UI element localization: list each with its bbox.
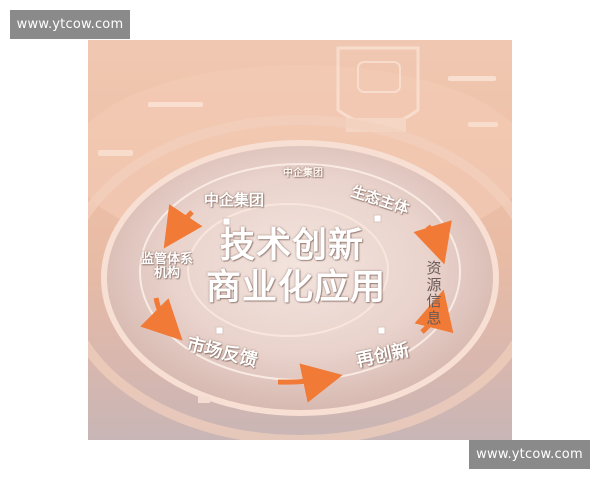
diagram-graphics xyxy=(88,46,512,440)
node-ziyuan-label: 资源信息 xyxy=(426,259,442,327)
arrow-icon xyxy=(140,297,183,341)
watermark-top: www.ytcow.com xyxy=(10,10,130,39)
node-zhongqi-label: 中企集团 xyxy=(204,191,265,209)
arrow-icon xyxy=(413,220,452,265)
outer-ring xyxy=(88,115,512,440)
inner-ring xyxy=(187,203,389,337)
ring-marker xyxy=(198,397,210,403)
light-bar xyxy=(148,102,203,107)
arrow-icon xyxy=(277,363,343,403)
center-title-line-1: 技术创新 xyxy=(220,226,365,266)
ring-marker xyxy=(373,214,382,223)
node-zhongqi-small-label: 中企集团 xyxy=(283,168,323,179)
ring-marker xyxy=(215,326,224,335)
ring-marker xyxy=(222,217,231,226)
watermark-bottom: www.ytcow.com xyxy=(469,440,590,469)
arrow-icon xyxy=(414,289,454,334)
diagram-image: 中企集团 中企集团 生态主体 资源信息 再创新 市场反馈 监管体系机构 技术创新… xyxy=(88,40,512,440)
node-jianguan-label: 监管体系机构 xyxy=(141,252,194,282)
center-title-line-2: 商业化应用 xyxy=(206,268,387,308)
light-bar xyxy=(448,76,496,81)
arrow-icon xyxy=(163,204,203,249)
light-bar xyxy=(468,122,498,127)
ring-marker xyxy=(377,326,386,335)
light-bar xyxy=(98,150,133,156)
platform-rim xyxy=(101,140,499,416)
